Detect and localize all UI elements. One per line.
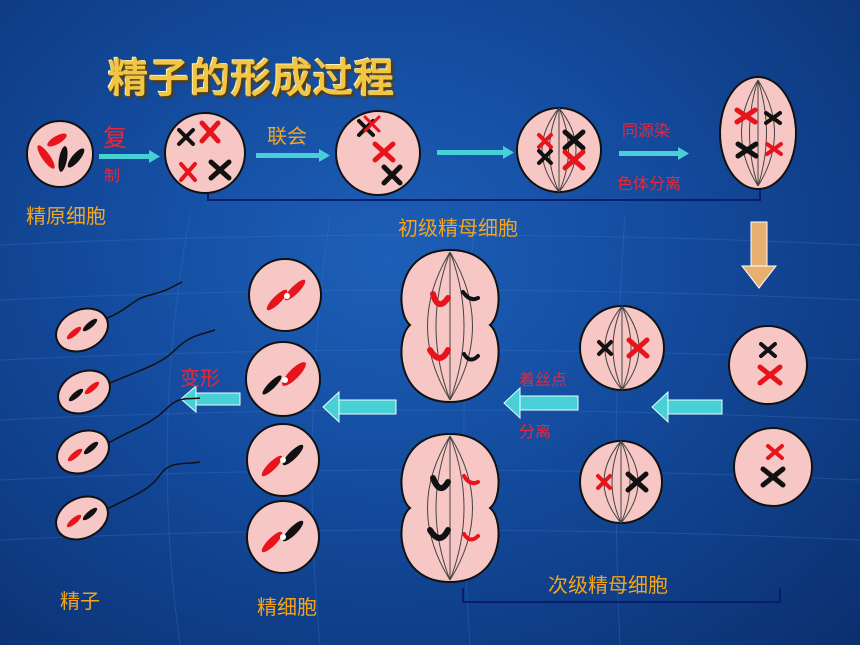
cell-anaphase-II-bottom — [400, 432, 500, 584]
arrow-down-division — [740, 221, 778, 289]
cell-metaphase-II-top — [579, 305, 665, 391]
sperm-4 — [55, 461, 201, 541]
cell-replicated — [164, 112, 246, 194]
label-homolog-separation-2: 色体分离 — [617, 174, 682, 193]
arrow-to-secondary-meta — [651, 390, 723, 424]
cell-anaphase-I — [719, 76, 797, 190]
cell-secondary-bottom — [733, 427, 813, 507]
spermatid-3 — [246, 423, 320, 497]
arrow-synapsis — [256, 149, 330, 162]
arrow-to-metaphase — [437, 146, 514, 159]
arrow-replicate — [99, 150, 160, 163]
arrow-centromere-split — [503, 386, 579, 420]
secondary-bracket — [462, 588, 781, 603]
label-synapsis: 联会 — [267, 124, 307, 148]
arrow-homolog-separation — [619, 147, 689, 160]
page-title: 精子的形成过程 — [108, 56, 395, 102]
spermatid-2 — [245, 341, 321, 417]
label-secondary-spermatocyte: 次级精母细胞 — [548, 573, 668, 597]
arrow-to-spermatids — [322, 390, 397, 424]
sperm-2 — [57, 329, 216, 415]
spermatid-1 — [248, 258, 322, 332]
label-centromere-split-1: 着丝点 — [519, 370, 568, 389]
label-sperm: 精子 — [60, 589, 100, 613]
label-replicate-2: 制 — [104, 166, 121, 185]
label-spermatogonium: 精原细胞 — [26, 204, 106, 228]
sperm-3 — [56, 397, 201, 475]
label-replicate-1: 复 — [103, 124, 127, 152]
cell-secondary-top — [728, 325, 808, 405]
cell-spermatogonium — [26, 120, 94, 188]
spermatid-4 — [246, 500, 320, 574]
cell-metaphase-I — [516, 107, 602, 193]
label-transform: 变形 — [180, 366, 220, 390]
cell-metaphase-II-bottom — [579, 440, 663, 524]
label-primary-spermatocyte: 初级精母细胞 — [398, 216, 518, 240]
label-spermatid: 精细胞 — [257, 595, 317, 619]
sperm-1 — [55, 281, 183, 353]
cell-anaphase-II-top — [400, 248, 500, 404]
cell-synapsis — [335, 110, 421, 196]
label-homolog-separation-1: 同源染 — [622, 121, 671, 140]
label-centromere-split-2: 分离 — [519, 422, 552, 441]
